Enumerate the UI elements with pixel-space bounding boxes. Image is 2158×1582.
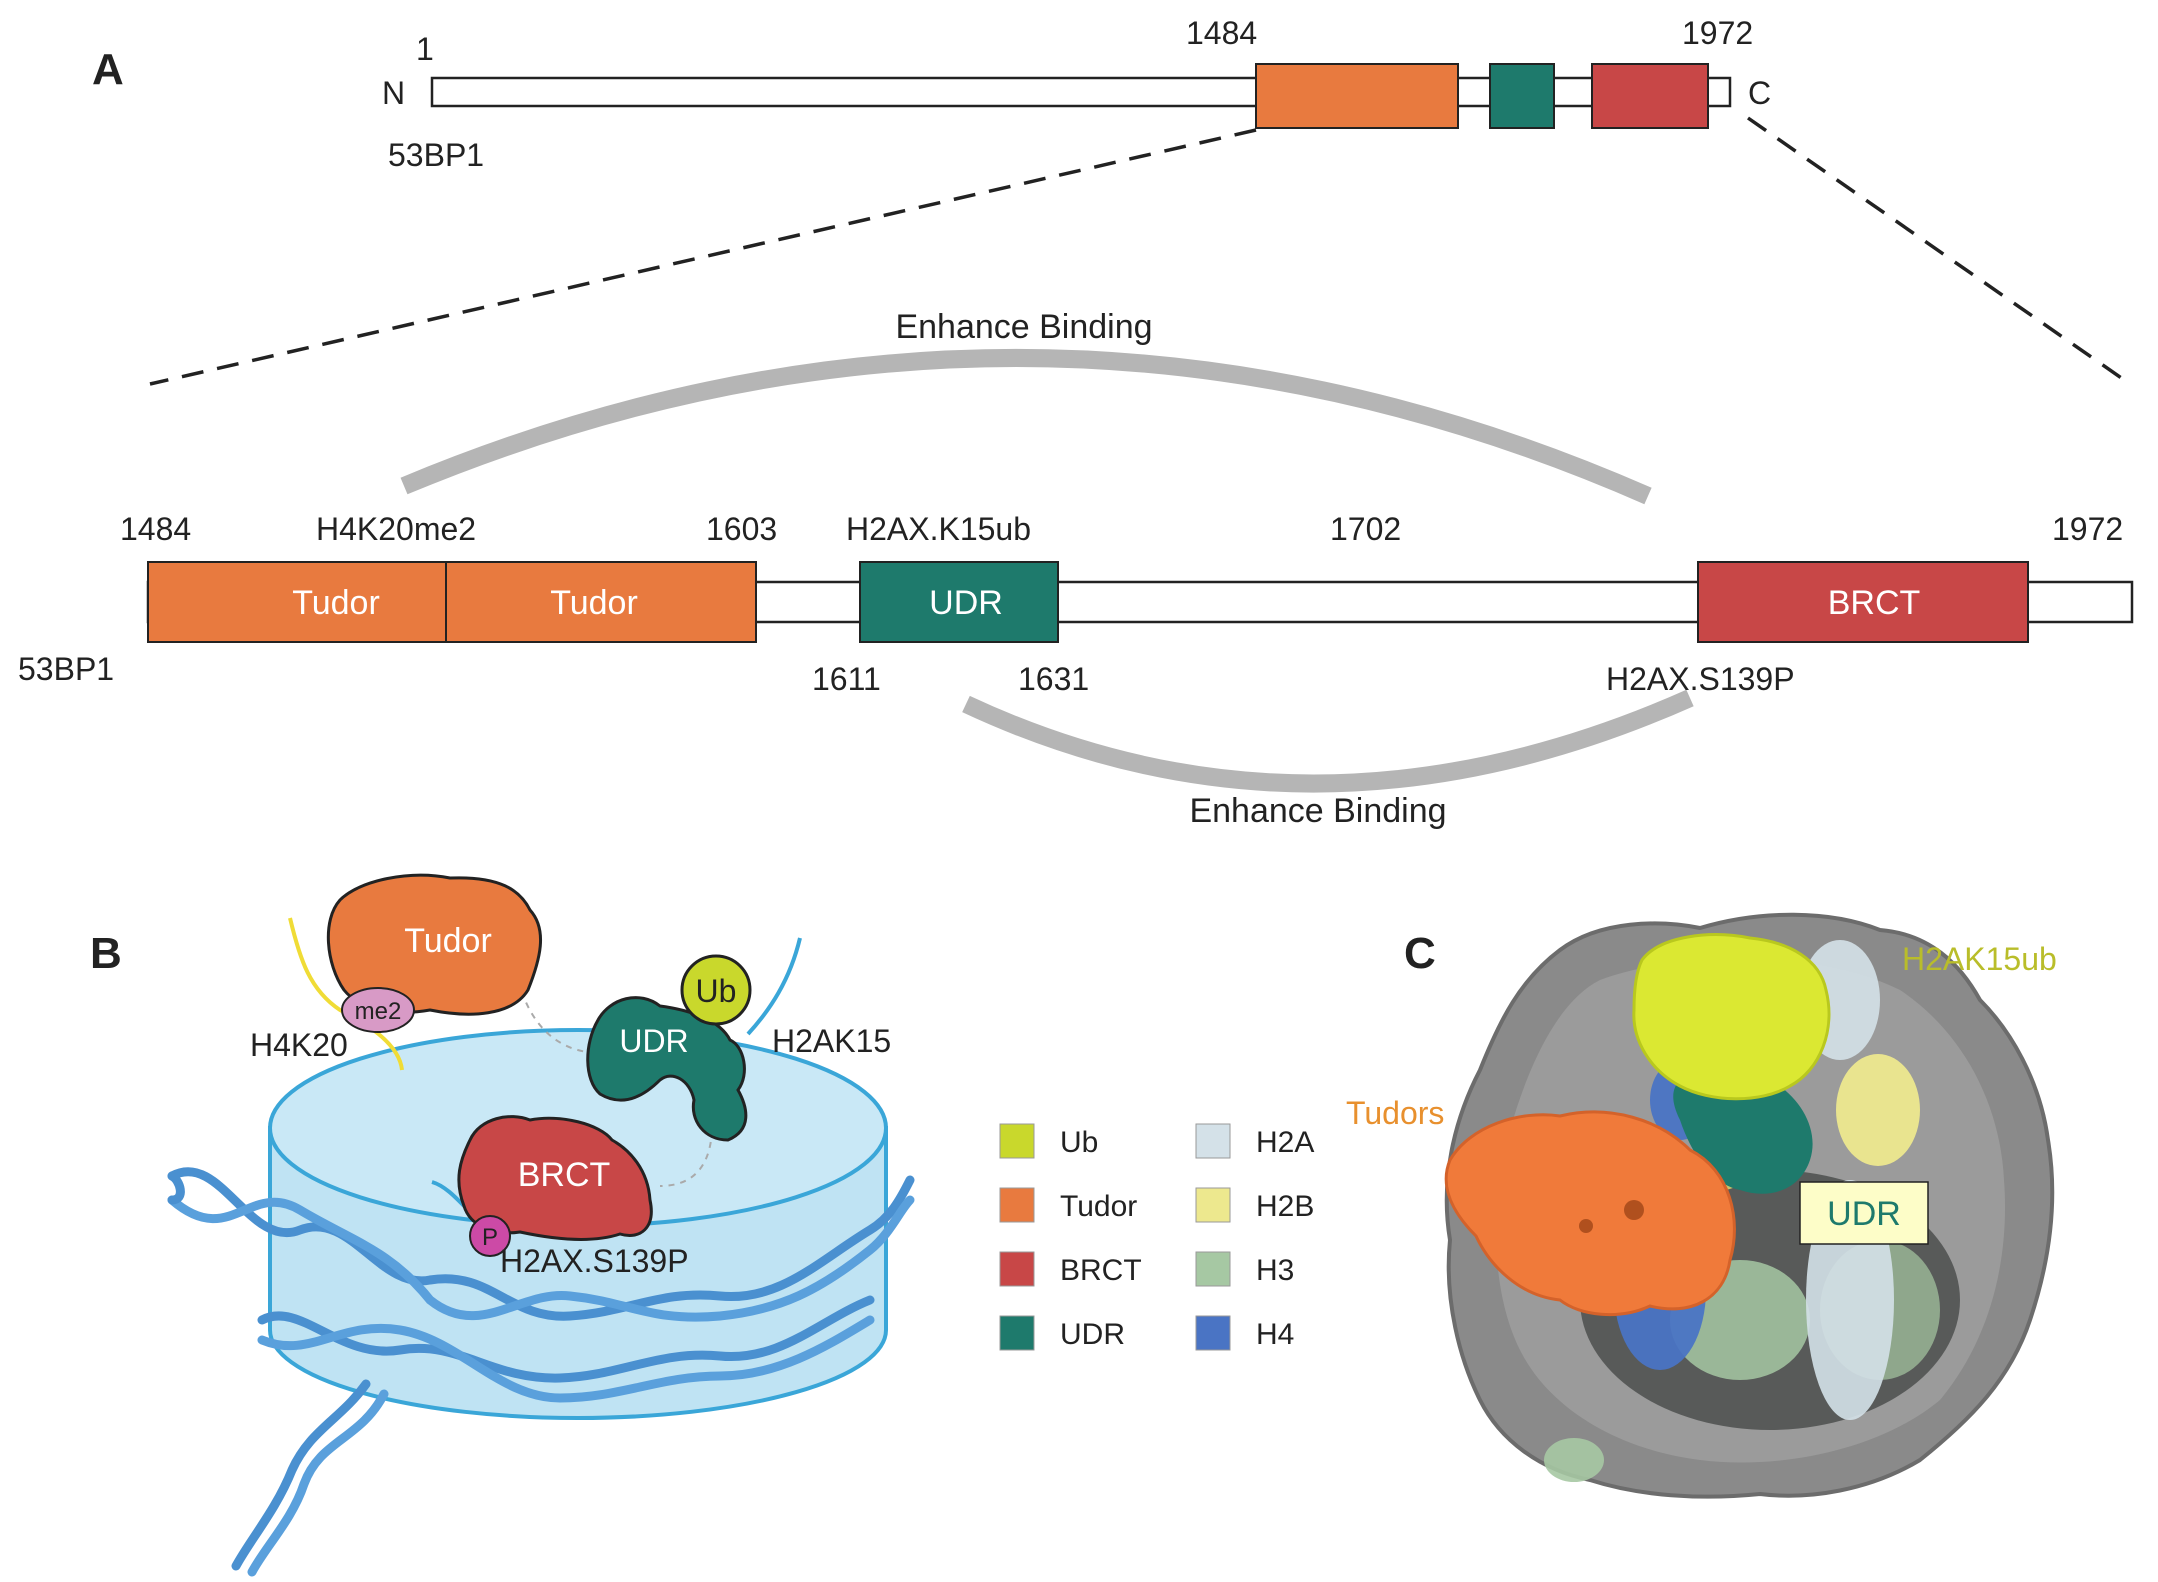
h2ax-k15ub-site-label: H2AX.K15ub — [846, 511, 1031, 547]
dna-tail-1 — [231, 1379, 371, 1571]
enhance-binding-arc-top — [400, 348, 1652, 505]
zoom-line-left — [149, 128, 1257, 386]
panel-c: C H2AK15ub Tudors UDR — [1346, 912, 2057, 1499]
panel-a: A N C 1 1484 1972 53BP1 Enhance Binding … — [18, 15, 2134, 830]
legend-swatch-h4 — [1195, 1315, 1231, 1351]
udr-domain — [859, 561, 1059, 643]
legend-swatch-h2a — [1195, 1123, 1231, 1159]
legend-swatch-ub — [999, 1123, 1035, 1159]
enhance-binding-bottom-label: Enhance Binding — [1189, 792, 1446, 830]
dna-strand-upper-1 — [167, 1167, 915, 1321]
brct-blob — [457, 1115, 653, 1241]
position-1972-top-label: 1972 — [1682, 15, 1753, 51]
me2-mark — [341, 987, 415, 1033]
legend-label-h4: H4 — [1256, 1318, 1294, 1351]
position-1702-label: 1702 — [1330, 511, 1401, 547]
tudors-surface — [1444, 1110, 1736, 1317]
h2b-surface-patch — [1836, 1054, 1920, 1166]
tudors-label: Tudors — [1346, 1095, 1444, 1131]
h4k20-tail — [288, 917, 404, 1071]
udr-blob-label: UDR — [619, 1023, 688, 1059]
position-1484-label: 1484 — [120, 511, 191, 547]
panel-a-letter: A — [92, 45, 124, 94]
brct-blob-label: BRCT — [518, 1156, 611, 1194]
legend-label-udr: UDR — [1060, 1318, 1125, 1351]
legend-label-h2b: H2B — [1256, 1190, 1314, 1223]
full-length-tudor-block — [1255, 63, 1459, 129]
dna-tail-2 — [247, 1389, 389, 1577]
full-length-udr-block — [1489, 63, 1555, 129]
legend-swatch-brct — [999, 1251, 1035, 1287]
phospho-mark — [469, 1215, 511, 1257]
panel-b-letter: B — [90, 929, 122, 978]
udr-surface-label: UDR — [1827, 1195, 1901, 1233]
h2ak15ub-label: H2AK15ub — [1902, 941, 2057, 977]
tudor-domain-1 — [147, 561, 447, 643]
phospho-label: P — [482, 1224, 498, 1251]
legend-label-h2a: H2A — [1256, 1126, 1314, 1159]
position-1611-label: 1611 — [812, 661, 881, 697]
dna-strand-lower-2 — [257, 1315, 875, 1403]
panel-b: B Tudor me2 H4K20 U — [90, 873, 915, 1577]
position-1603-label: 1603 — [706, 511, 777, 547]
c-terminus-label: C — [1748, 75, 1771, 111]
zoomed-protein-bar: Tudor Tudor UDR BRCT 1484 H4K20me2 1603 … — [18, 511, 2134, 697]
position-1-label: 1 — [416, 31, 434, 67]
h4k20me2-site-label: H4K20me2 — [316, 511, 476, 547]
h2ax-s139p-site-label: H2AX.S139P — [1606, 661, 1795, 697]
legend-label-ub: Ub — [1060, 1126, 1098, 1159]
panel-c-letter: C — [1404, 929, 1436, 978]
h2ax-s139p-label: H2AX.S139P — [500, 1243, 689, 1279]
tudor-blob — [326, 873, 543, 1016]
ub-label: Ub — [696, 973, 737, 1009]
dna-strand-lower-1 — [257, 1295, 875, 1383]
full-length-protein-bar: N C 1 1484 1972 53BP1 — [382, 15, 1771, 173]
legend-swatch-udr — [999, 1315, 1035, 1351]
full-length-brct-block — [1591, 63, 1709, 129]
n-terminus-label: N — [382, 75, 405, 111]
dna-left-end — [167, 1171, 185, 1205]
legend-swatch-h3 — [1195, 1251, 1231, 1287]
legend-label-brct: BRCT — [1060, 1254, 1142, 1287]
protein-name-top-label: 53BP1 — [388, 137, 484, 173]
position-1631-label: 1631 — [1018, 661, 1089, 697]
tudors-surface-pocket-2 — [1579, 1219, 1593, 1233]
legend-label-tudor: Tudor — [1060, 1190, 1137, 1223]
enhance-binding-arc-bottom — [962, 689, 1694, 793]
tudor-domain-2 — [445, 561, 757, 643]
legend-swatch-tudor — [999, 1187, 1035, 1223]
me2-label: me2 — [355, 998, 402, 1025]
zoom-line-right — [1746, 116, 2132, 386]
udr-blob — [586, 996, 748, 1142]
udr-label-box — [1799, 1181, 1929, 1245]
linker-udr-brct — [659, 1129, 713, 1187]
h2ak15-tail — [746, 937, 802, 1036]
dna-strand-upper-2 — [167, 1195, 915, 1322]
tudor-blob-label: Tudor — [404, 922, 492, 960]
tudor-domain-1-label: Tudor — [292, 584, 380, 622]
legend-swatch-h2b — [1195, 1187, 1231, 1223]
h2ak15-label: H2AK15 — [772, 1023, 891, 1059]
position-1484-top-label: 1484 — [1186, 15, 1257, 51]
ub-circle — [680, 954, 752, 1026]
protein-name-zoom-label: 53BP1 — [18, 651, 114, 687]
tudors-surface-pocket — [1624, 1200, 1644, 1220]
brct-domain — [1697, 561, 2029, 643]
ub-surface — [1632, 933, 1831, 1101]
h3-corner-patch — [1544, 1438, 1604, 1482]
tudor-domain-2-label: Tudor — [550, 584, 638, 622]
legend-label-h3: H3 — [1256, 1254, 1294, 1287]
h4k20-label: H4K20 — [250, 1027, 348, 1063]
dna-helix — [167, 1167, 915, 1577]
enhance-binding-top-label: Enhance Binding — [895, 308, 1152, 346]
udr-domain-label: UDR — [929, 584, 1003, 622]
brct-domain-label: BRCT — [1828, 584, 1921, 622]
position-1972-label: 1972 — [2052, 511, 2123, 547]
